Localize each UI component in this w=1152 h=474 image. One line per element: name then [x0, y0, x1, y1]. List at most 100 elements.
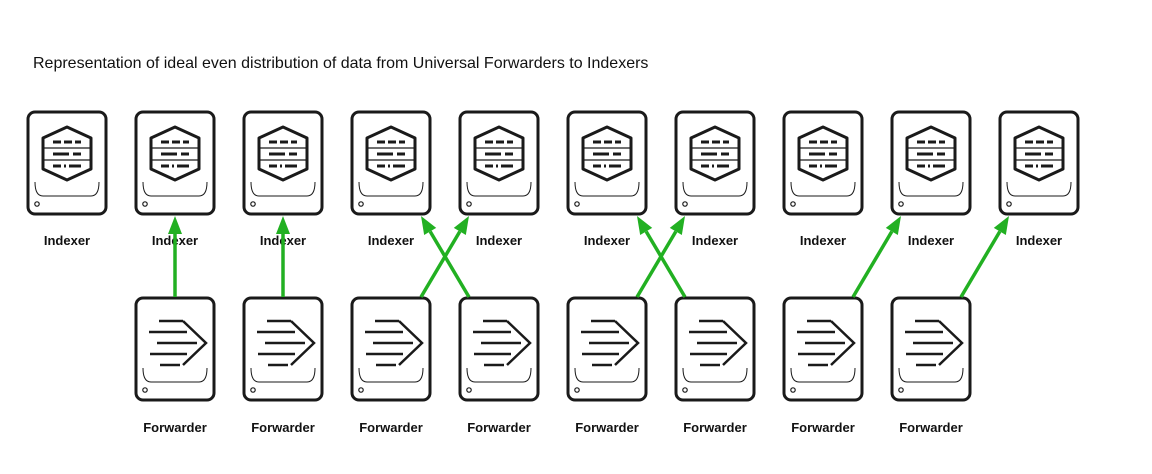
forward-arrow-icon	[257, 319, 316, 367]
forward-arrow-icon	[473, 319, 532, 367]
database-hexagon-icon	[41, 125, 93, 182]
server-box	[242, 296, 324, 402]
server-divider	[358, 181, 424, 197]
forwarder-node: Forwarder	[458, 296, 540, 435]
data-flow-arrow	[276, 216, 290, 297]
data-flow-arrow	[851, 216, 901, 298]
server-divider	[142, 367, 208, 383]
server-divider	[358, 367, 424, 383]
server-box	[566, 296, 648, 402]
forwarder-label: Forwarder	[899, 420, 963, 435]
database-hexagon-icon	[797, 125, 849, 182]
arrowhead-icon	[168, 216, 182, 234]
arrowhead-icon	[669, 216, 685, 236]
led-icon	[898, 201, 904, 207]
indexer-node: Indexer	[566, 110, 648, 248]
server-divider	[250, 367, 316, 383]
forward-arrow-icon	[149, 319, 208, 367]
indexer-node: Indexer	[350, 110, 432, 248]
forward-arrow-icon	[581, 319, 640, 367]
arrowhead-icon	[421, 216, 437, 236]
server-divider	[34, 181, 100, 197]
led-icon	[34, 201, 40, 207]
indexer-node: Indexer	[998, 110, 1080, 248]
led-icon	[682, 387, 688, 393]
led-icon	[1006, 201, 1012, 207]
server-divider	[898, 367, 964, 383]
indexer-label: Indexer	[800, 233, 846, 248]
forwarder-node: Forwarder	[242, 296, 324, 435]
database-hexagon-icon	[473, 125, 525, 182]
led-icon	[142, 387, 148, 393]
arrowhead-icon	[276, 216, 290, 234]
led-icon	[574, 201, 580, 207]
server-divider	[898, 181, 964, 197]
led-icon	[250, 387, 256, 393]
forwarder-node: Forwarder	[566, 296, 648, 435]
forward-arrow-icon	[905, 319, 964, 367]
led-icon	[466, 201, 472, 207]
forward-arrow-icon	[689, 319, 748, 367]
server-divider	[574, 181, 640, 197]
forwarder-label: Forwarder	[359, 420, 423, 435]
server-divider	[682, 181, 748, 197]
data-flow-arrow	[637, 216, 687, 298]
led-icon	[358, 387, 364, 393]
led-icon	[898, 387, 904, 393]
indexer-label: Indexer	[1016, 233, 1062, 248]
forwarder-node: Forwarder	[134, 296, 216, 435]
forwarder-label: Forwarder	[683, 420, 747, 435]
forwarder-node: Forwarder	[782, 296, 864, 435]
server-box	[782, 296, 864, 402]
database-hexagon-icon	[905, 125, 957, 182]
server-divider	[466, 181, 532, 197]
database-hexagon-icon	[1013, 125, 1065, 182]
server-box	[458, 296, 540, 402]
indexer-label: Indexer	[368, 233, 414, 248]
forwarder-label: Forwarder	[467, 420, 531, 435]
led-icon	[466, 387, 472, 393]
indexer-label: Indexer	[476, 233, 522, 248]
arrowhead-icon	[453, 216, 469, 236]
server-box	[134, 296, 216, 402]
indexer-node: Indexer	[242, 110, 324, 248]
data-flow-arrow	[419, 216, 469, 298]
indexer-label: Indexer	[692, 233, 738, 248]
indexer-node: Indexer	[26, 110, 108, 248]
database-hexagon-icon	[581, 125, 633, 182]
forwarder-label: Forwarder	[251, 420, 315, 435]
indexer-node: Indexer	[782, 110, 864, 248]
data-flow-arrow	[635, 216, 685, 298]
led-icon	[574, 387, 580, 393]
diagram-title: Representation of ideal even distributio…	[33, 55, 649, 72]
indexer-label: Indexer	[44, 233, 90, 248]
indexer-node: Indexer	[890, 110, 972, 248]
database-hexagon-icon	[689, 125, 741, 182]
forwarder-label: Forwarder	[143, 420, 207, 435]
arrowhead-icon	[993, 216, 1009, 236]
forwarder-label: Forwarder	[791, 420, 855, 435]
server-box	[350, 296, 432, 402]
server-divider	[682, 367, 748, 383]
forwarder-node: Forwarder	[890, 296, 972, 435]
indexer-node: Indexer	[674, 110, 756, 248]
led-icon	[142, 201, 148, 207]
indexer-node: Indexer	[134, 110, 216, 248]
database-hexagon-icon	[149, 125, 201, 182]
arrowhead-icon	[885, 216, 901, 236]
data-flow-arrow	[168, 216, 182, 297]
data-flow-arrow	[421, 216, 471, 298]
indexer-node: Indexer	[458, 110, 540, 248]
indexer-label: Indexer	[908, 233, 954, 248]
forward-arrow-icon	[365, 319, 424, 367]
forwarder-label: Forwarder	[575, 420, 639, 435]
forward-arrow-icon	[797, 319, 856, 367]
server-divider	[790, 181, 856, 197]
server-divider	[250, 181, 316, 197]
server-divider	[142, 181, 208, 197]
led-icon	[790, 201, 796, 207]
server-divider	[466, 367, 532, 383]
database-hexagon-icon	[257, 125, 309, 182]
database-hexagon-icon	[365, 125, 417, 182]
